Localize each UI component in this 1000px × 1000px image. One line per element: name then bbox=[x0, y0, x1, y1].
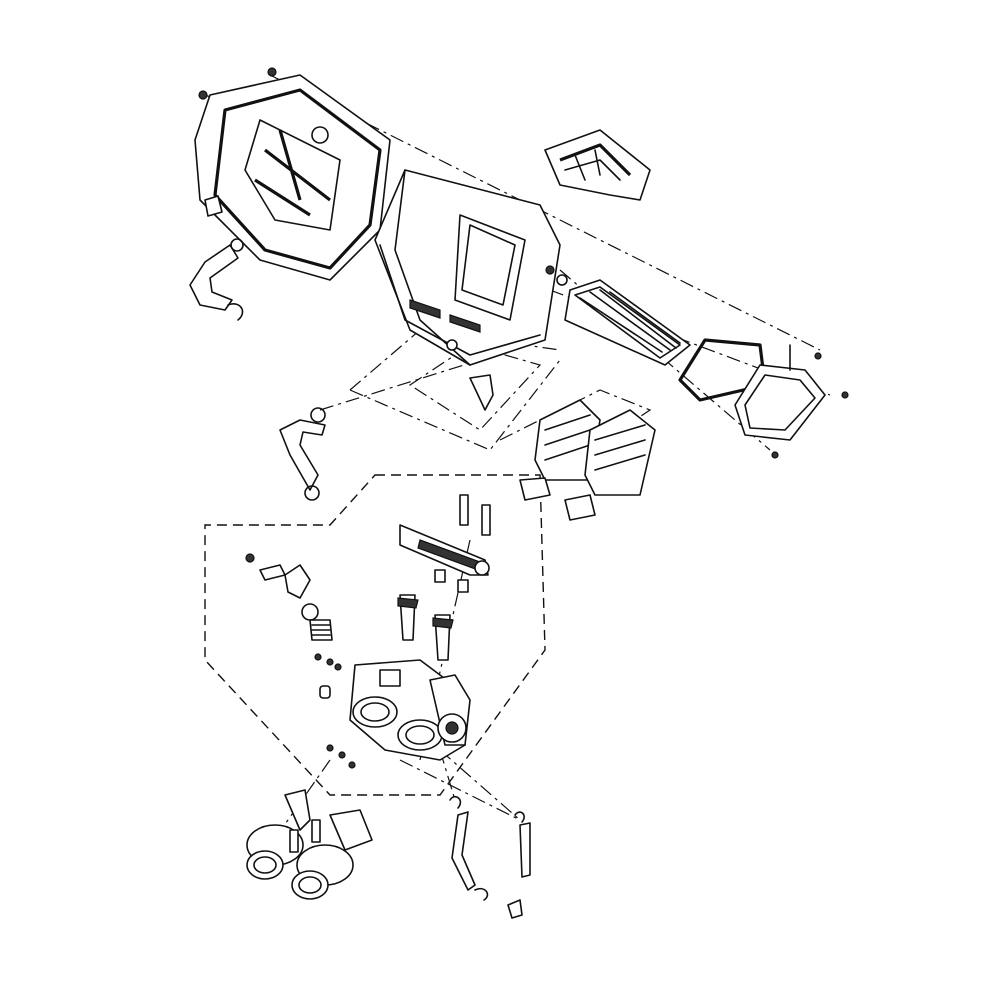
hose-bottom-left bbox=[449, 795, 489, 901]
drain-clamp bbox=[469, 374, 494, 411]
fuel-rail bbox=[399, 494, 491, 593]
filter-cover-gasket bbox=[678, 338, 767, 402]
intake-duct bbox=[544, 129, 651, 201]
throttle-assembly-boundary bbox=[204, 474, 546, 796]
fuel-injector-right bbox=[432, 614, 454, 661]
airbox-body bbox=[374, 169, 561, 366]
hose-bottom-right bbox=[507, 811, 531, 919]
airbox-cover bbox=[194, 67, 391, 281]
intake-manifolds bbox=[246, 789, 373, 900]
breather-hose bbox=[189, 238, 244, 321]
hose-left bbox=[279, 407, 326, 501]
air-filter-cover bbox=[734, 344, 849, 459]
fuel-injector-left bbox=[397, 594, 419, 641]
intake-boot-right bbox=[564, 409, 656, 521]
intake-boot-left bbox=[519, 399, 601, 501]
idle-valve-parts bbox=[245, 553, 356, 769]
air-filter-element bbox=[556, 274, 691, 366]
throttle-body bbox=[349, 659, 471, 761]
